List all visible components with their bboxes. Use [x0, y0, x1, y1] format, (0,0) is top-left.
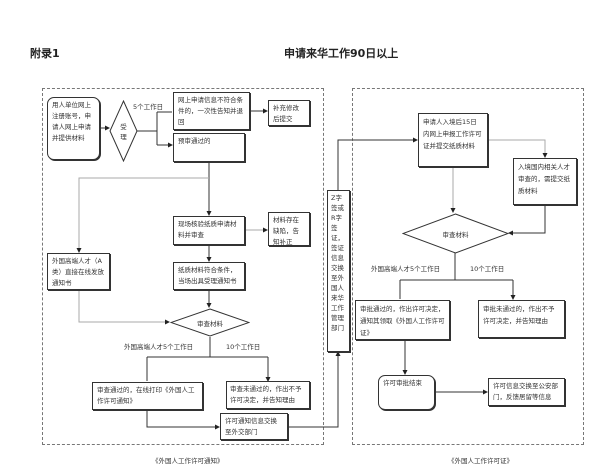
- permit-denied-box: 审批未通过的，作出不予许可决定，并告知理由: [478, 300, 565, 338]
- denied-box: 审查未通过的，作出不予许可决定，并告知理由: [226, 381, 310, 409]
- notice-exchange-box: 许可通知信息交换至外交部门: [220, 413, 288, 440]
- notice-process-region: [42, 88, 324, 445]
- supplement-box: 补充修改后提交: [268, 100, 310, 126]
- pre-review-pass-box: 预审通过的: [173, 133, 245, 162]
- entry-application-box: 申请人入境后15日内网上申报工作许可证并提交纸质材料: [418, 113, 488, 167]
- permit-label-high-talent: 外国高端人才5个工作日: [371, 265, 441, 273]
- permit-caption: 《外国人工作许可证》: [448, 457, 513, 465]
- online-reject-box: 网上申请信息不符合条件的，一次性告知并退回: [173, 92, 250, 130]
- approval-end-box: 许可审批结束: [378, 375, 435, 410]
- permit-label-10-days: 10个工作日: [470, 265, 505, 273]
- material-defect-box: 材料存在缺陷，告知补正: [268, 212, 310, 246]
- label-5-days: 5个工作日: [133, 103, 164, 111]
- notice-caption: 《外国人工作许可通知》: [152, 457, 224, 465]
- permit-review-diamond: 审查材料: [402, 213, 509, 254]
- permit-approved-box: 审批通过的，作出许可决定，通知其领取《外国人工作许可证》: [355, 300, 450, 340]
- onsite-verify-box: 现场核验纸质申请材料并审查: [173, 216, 245, 245]
- visa-box: Z字签或R字签证，签证信息交换至外国人来华工作管理部门: [327, 190, 350, 352]
- high-talent-box: 外国高端人才（A类）直接在线发放通知书: [47, 253, 110, 290]
- accept-decision-diamond: 受理: [109, 100, 138, 162]
- police-exchange-box: 许可信息交换至公安部门，反馈居留等信息: [488, 378, 565, 406]
- online-application-box: 用人单位网上注册账号，申请人网上申请并提供材料: [47, 97, 100, 160]
- appendix-label: 附录1: [30, 47, 60, 60]
- permit-process-region: [352, 88, 584, 445]
- accept-label: 受理: [120, 123, 127, 141]
- page-title: 申请来华工作90日以上: [284, 47, 399, 60]
- approved-notice-box: 审查通过的，在线打印《外国人工作许可通知》: [92, 382, 203, 410]
- review-label: 审查材料: [197, 319, 223, 328]
- label-10-days: 10个工作日: [226, 343, 261, 351]
- domestic-talent-box: 入境国内相关人才审查的，需提交纸质材料: [513, 158, 577, 205]
- review-decision-diamond: 审查材料: [170, 308, 250, 337]
- paper-accepted-box: 纸质材料符合条件，当场出具受理通知书: [173, 262, 245, 290]
- permit-review-label: 审查材料: [442, 230, 469, 239]
- label-high-talent-days: 外国高端人才5个工作日: [124, 343, 194, 351]
